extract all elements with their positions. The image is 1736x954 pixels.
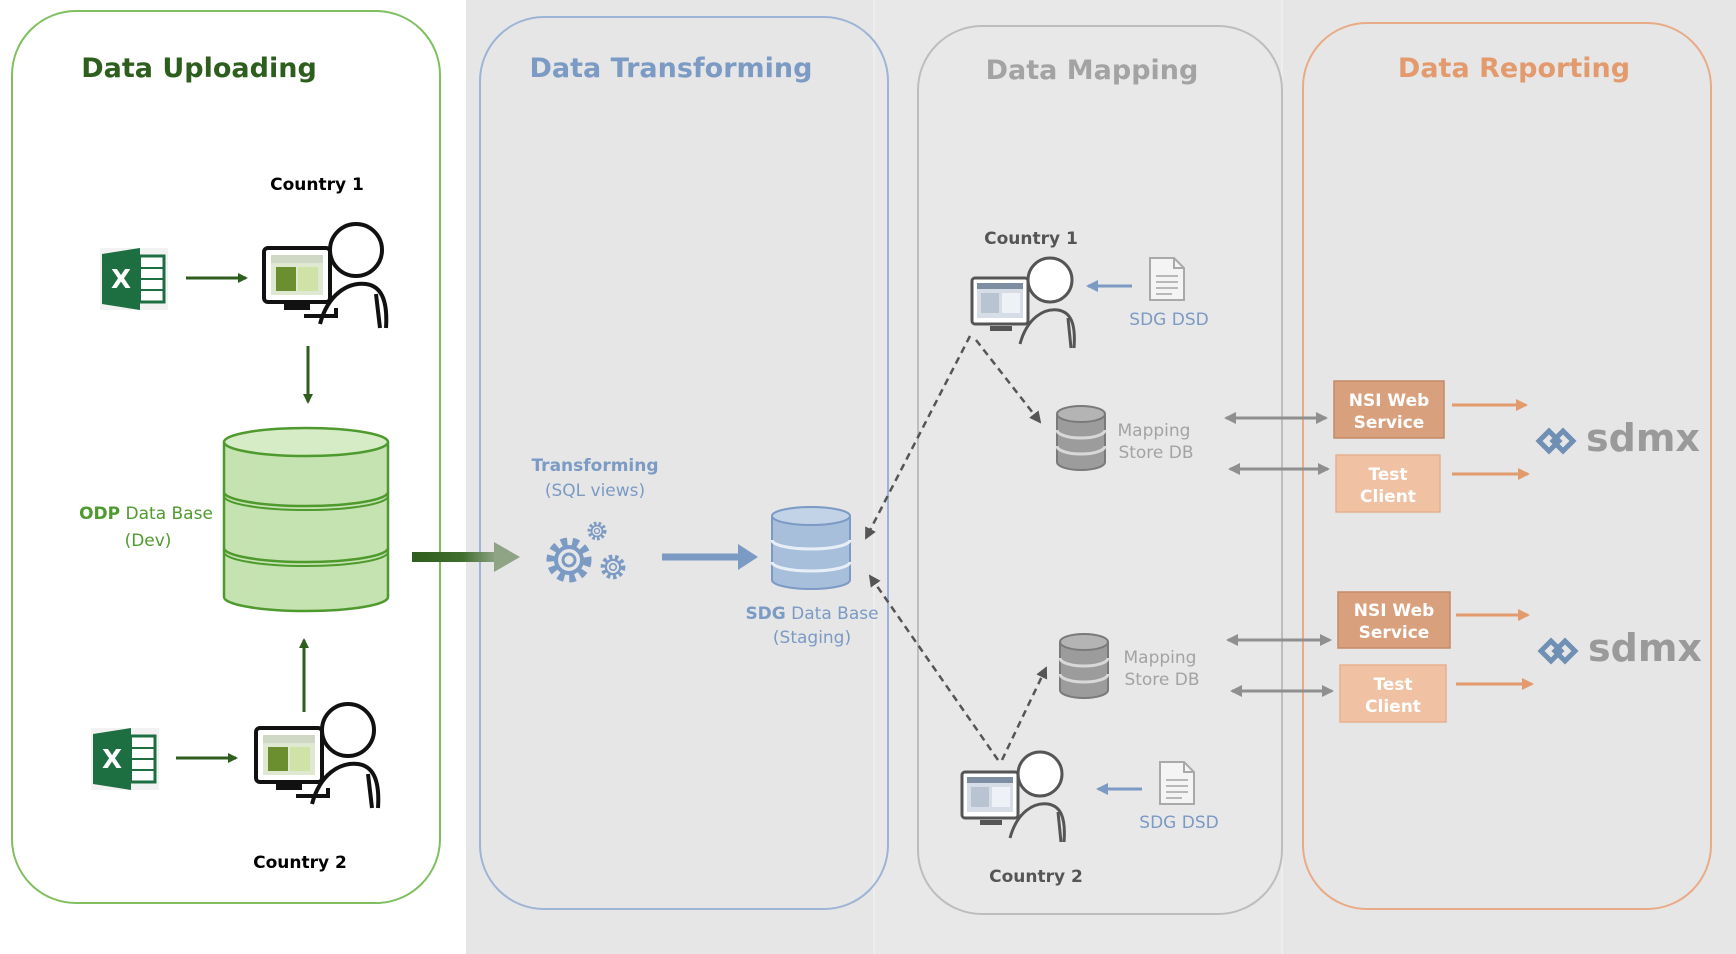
store1-to-nsi-arrows	[1224, 412, 1330, 475]
transform-panel	[479, 16, 889, 910]
sdg-db-label: SDG Data Base	[745, 604, 878, 624]
sdg-dsd-label-2: SDG DSD	[1139, 813, 1218, 833]
mapping-store-label-1b: Store DB	[1118, 443, 1193, 463]
sdg-dsd-label-1: SDG DSD	[1129, 310, 1208, 330]
sdmx-logo-2: sdmx	[1541, 626, 1702, 670]
user2-to-sdg-dashed	[868, 574, 1000, 761]
svg-text:NSI Web: NSI Web	[1354, 601, 1435, 621]
svg-text:sdmx: sdmx	[1586, 416, 1700, 460]
transform-backdrop	[466, 0, 874, 954]
transform-sublabel: (SQL views)	[545, 481, 645, 501]
mapping-country1-label: Country 1	[984, 229, 1078, 249]
svg-text:Test: Test	[1368, 465, 1407, 485]
svg-text:NSI Web: NSI Web	[1349, 391, 1430, 411]
odp-database-icon	[222, 426, 390, 613]
svg-text:Service: Service	[1354, 413, 1425, 433]
sdg-db-env: (Staging)	[773, 628, 851, 648]
mapping-store-label-2a: Mapping	[1124, 648, 1197, 668]
user1-to-store-dashed	[975, 339, 1042, 424]
odp-db-env: (Dev)	[125, 531, 172, 551]
upload-to-transform-arrow-shaft	[412, 552, 496, 562]
transform-title: Data Transforming	[530, 53, 813, 84]
mapping-title: Data Mapping	[986, 55, 1199, 86]
mapping-backdrop	[874, 0, 1282, 954]
mapping-store-db-icon-2	[1058, 632, 1110, 700]
upload-to-transform-arrow-head	[494, 542, 520, 572]
svg-text:sdmx: sdmx	[1588, 626, 1702, 670]
upload-country1-label: Country 1	[270, 175, 364, 195]
svg-text:Test: Test	[1373, 675, 1412, 695]
sdg-database-icon	[770, 506, 852, 590]
sdg-dsd-doc-icon-2	[1159, 761, 1195, 805]
mapping-store-db-icon-1	[1055, 404, 1107, 472]
nsi-web-service-button-2[interactable]: NSI Web Service	[1337, 591, 1451, 649]
excel-icon	[98, 246, 170, 312]
mapping-store-label-1a: Mapping	[1118, 421, 1191, 441]
svg-text:Client: Client	[1365, 697, 1421, 717]
upload-country2-label: Country 2	[253, 853, 347, 873]
sdmx-logo-1: sdmx	[1539, 416, 1700, 460]
reporting-title: Data Reporting	[1398, 53, 1630, 84]
mapping-store-label-2b: Store DB	[1124, 670, 1199, 690]
excel-icon-2	[89, 726, 161, 792]
nsi-web-service-button-1[interactable]: NSI Web Service	[1333, 380, 1445, 439]
user1-to-sdg-dashed	[864, 335, 972, 540]
upload-title: Data Uploading	[81, 53, 317, 84]
svg-text:Service: Service	[1359, 623, 1430, 643]
test-client-button-1[interactable]: Test Client	[1335, 454, 1441, 513]
mapping-country2-label: Country 2	[989, 867, 1083, 887]
odp-db-label: ODP Data Base	[79, 504, 213, 524]
transform-label: Transforming	[531, 456, 658, 476]
store2-to-nsi-arrows	[1226, 634, 1334, 697]
test-client-button-2[interactable]: Test Client	[1339, 664, 1447, 723]
user2-to-store-dashed	[1000, 666, 1048, 761]
sdg-dsd-doc-icon-1	[1149, 257, 1185, 301]
reporting-panel	[1302, 22, 1712, 910]
svg-text:Client: Client	[1360, 487, 1416, 507]
